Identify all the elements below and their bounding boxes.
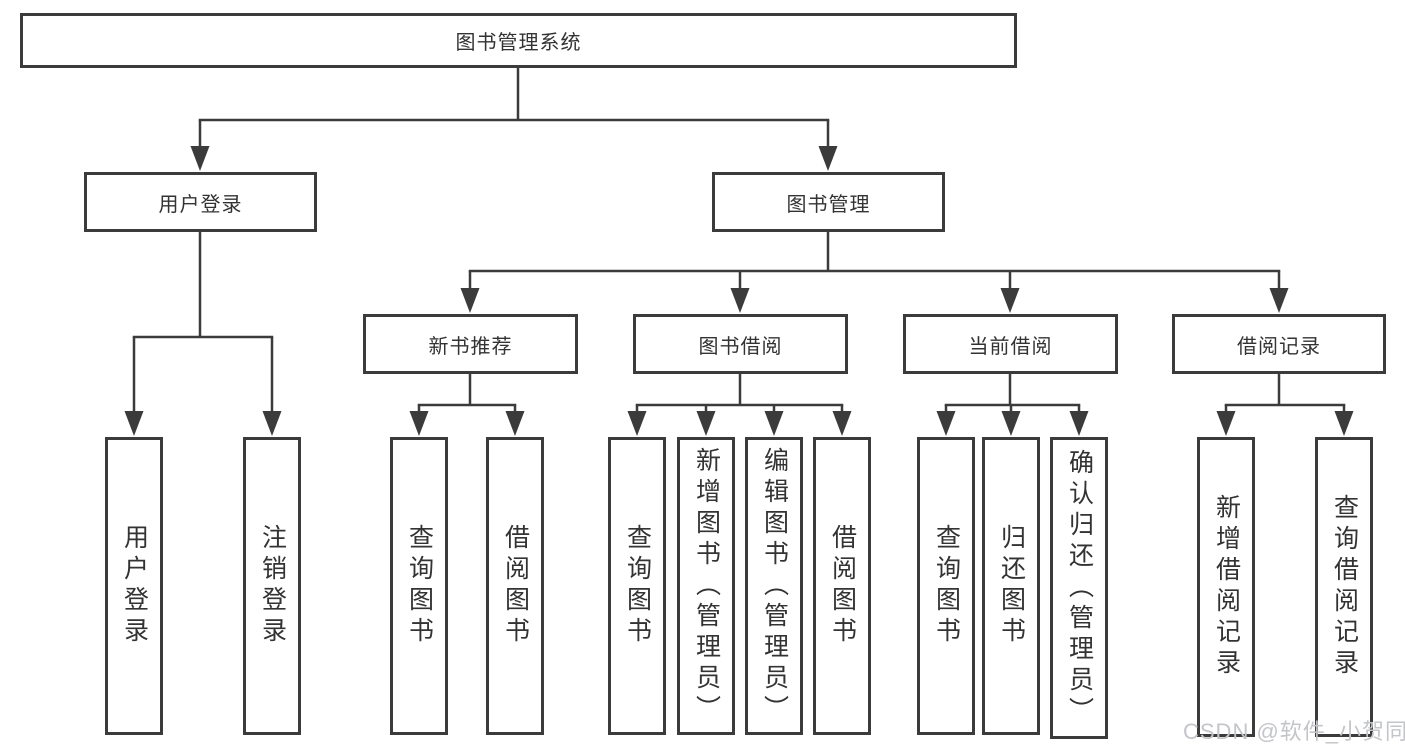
node-label: 查询图书 (405, 524, 434, 648)
node-book-management: 图书管理 (712, 172, 945, 232)
node-label: 借阅图书 (501, 524, 530, 648)
leaf-query-books-current: 查询图书 (917, 437, 975, 735)
leaf-confirm-return-admin: 确认归还（管理员） (1050, 437, 1108, 739)
leaf-add-books-admin: 新增图书（管理员） (677, 437, 735, 735)
node-label: 归还图书 (997, 524, 1026, 648)
leaf-query-books-recommend: 查询图书 (390, 437, 448, 735)
node-label: 借阅记录 (1237, 335, 1321, 358)
node-book-borrowing: 图书借阅 (633, 314, 848, 374)
node-label: 确认归还（管理员） (1065, 448, 1094, 728)
node-label: 新书推荐 (428, 335, 513, 358)
leaf-query-books-borrowing: 查询图书 (608, 437, 666, 735)
leaf-query-borrowing-record: 查询借阅记录 (1315, 437, 1373, 737)
node-label: 图书管理系统 (455, 32, 582, 54)
leaf-add-borrowing-record: 新增借阅记录 (1197, 437, 1255, 737)
csdn-watermark: CSDN @软件_小贺同学 (1183, 719, 1405, 744)
leaf-return-books: 归还图书 (982, 437, 1040, 735)
node-label: 注销登录 (258, 524, 287, 648)
leaf-edit-books-admin: 编辑图书（管理员） (745, 437, 803, 735)
leaf-logout: 注销登录 (243, 437, 301, 735)
node-label: 借阅图书 (828, 524, 857, 648)
node-label: 用户登录 (120, 524, 149, 648)
node-label: 编辑图书（管理员） (760, 446, 789, 726)
node-user-login: 用户登录 (84, 172, 317, 232)
leaf-borrow-books-recommend: 借阅图书 (486, 437, 544, 735)
node-new-book-recommendation: 新书推荐 (363, 314, 578, 374)
leaf-borrow-books-borrowing: 借阅图书 (813, 437, 871, 735)
node-label: 图书管理 (786, 193, 871, 216)
node-label: 当前借阅 (968, 335, 1053, 358)
node-label: 查询图书 (932, 524, 961, 648)
node-current-borrowing: 当前借阅 (903, 314, 1118, 374)
node-label: 用户登录 (158, 193, 243, 216)
node-borrowing-records: 借阅记录 (1172, 314, 1386, 374)
node-label: 图书借阅 (698, 335, 783, 358)
node-library-management-system: 图书管理系统 (20, 13, 1017, 68)
node-label: 新增图书（管理员） (692, 446, 721, 726)
node-label: 新增借阅记录 (1212, 494, 1241, 680)
node-label: 查询图书 (623, 524, 652, 648)
node-label: 查询借阅记录 (1330, 494, 1359, 680)
leaf-user-login: 用户登录 (105, 437, 163, 735)
